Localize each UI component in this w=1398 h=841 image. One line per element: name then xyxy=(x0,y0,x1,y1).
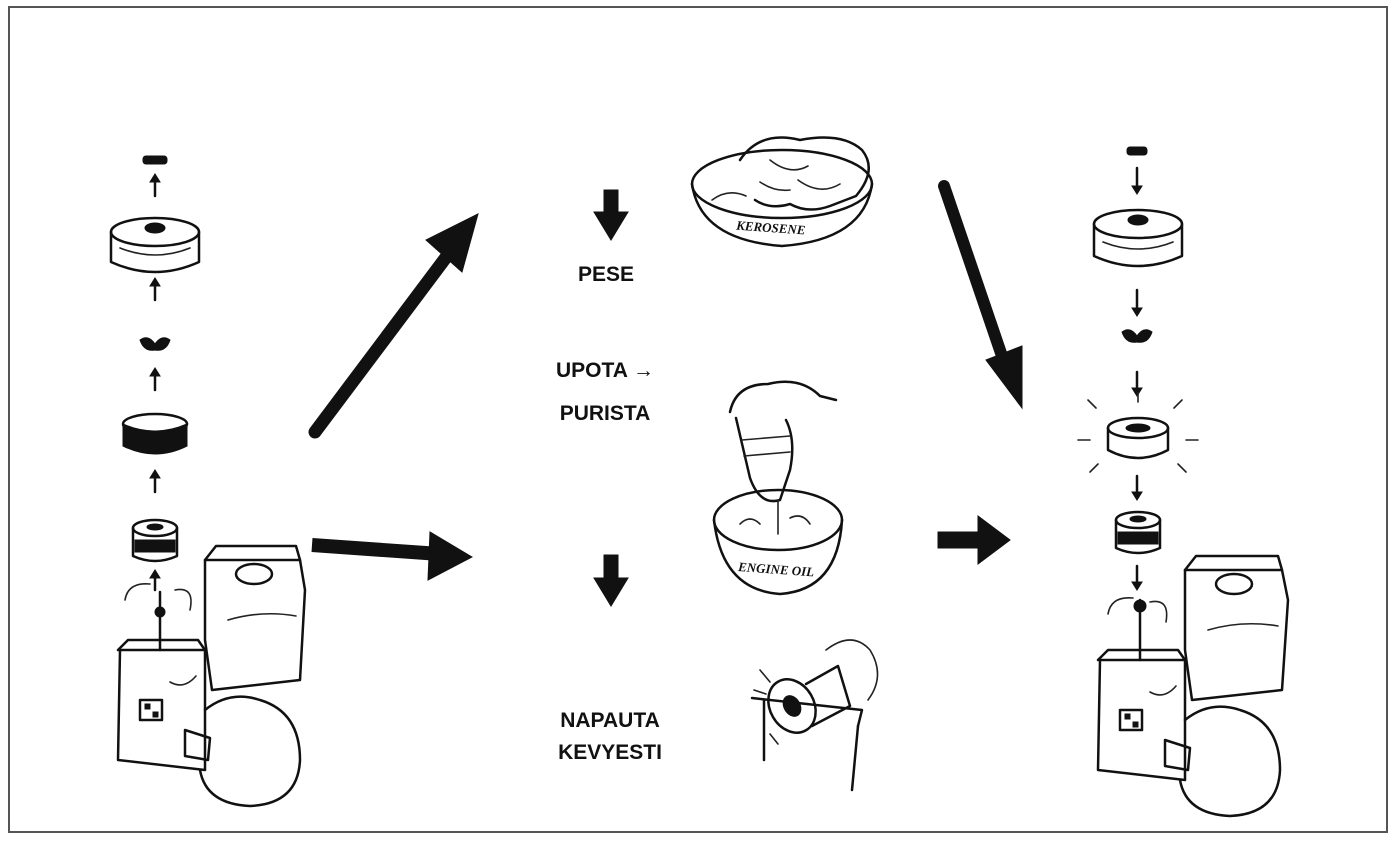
foam-element-icon xyxy=(121,412,189,455)
engine-right-icon xyxy=(1096,554,1290,818)
dip-label-line1: UPOTA → xyxy=(556,359,654,382)
nut-icon xyxy=(142,155,168,165)
wing-nut-icon xyxy=(139,337,171,351)
kerosene-basin-icon: KEROSENE xyxy=(690,136,874,248)
paper-element-icon xyxy=(1114,510,1162,555)
arrow-from-dip xyxy=(937,515,1011,565)
dip-label-line2: PURISTA xyxy=(559,402,651,425)
wing-nut-icon xyxy=(1121,329,1153,343)
wash-label: PESE xyxy=(577,263,635,286)
engine-left-icon xyxy=(116,544,307,808)
arrow-to-wash xyxy=(308,213,479,439)
reassembly-stack xyxy=(1077,146,1199,591)
kerosene-label: KEROSENE xyxy=(735,218,807,238)
tap-label-line2: KEVYESTI xyxy=(558,741,662,764)
arrow-to-dip xyxy=(311,531,474,581)
paper-element-icon xyxy=(131,518,179,563)
tap-label-line1: NAPAUTA xyxy=(560,709,660,732)
clean-foam-element-icon xyxy=(1077,391,1199,473)
nut-icon xyxy=(1126,146,1148,156)
air-cleaner-cover-icon xyxy=(109,216,201,274)
step-arrow-wash xyxy=(593,189,629,241)
step-arrow-tap xyxy=(593,554,629,607)
arrow-from-wash xyxy=(938,180,1023,410)
engine-oil-label: ENGINE OIL xyxy=(737,559,815,579)
air-cleaner-cover-icon xyxy=(1092,208,1184,268)
engine-oil-basin-icon: ENGINE OIL xyxy=(712,380,844,596)
disassembly-stack xyxy=(109,155,201,592)
tap-element-icon xyxy=(750,639,879,792)
